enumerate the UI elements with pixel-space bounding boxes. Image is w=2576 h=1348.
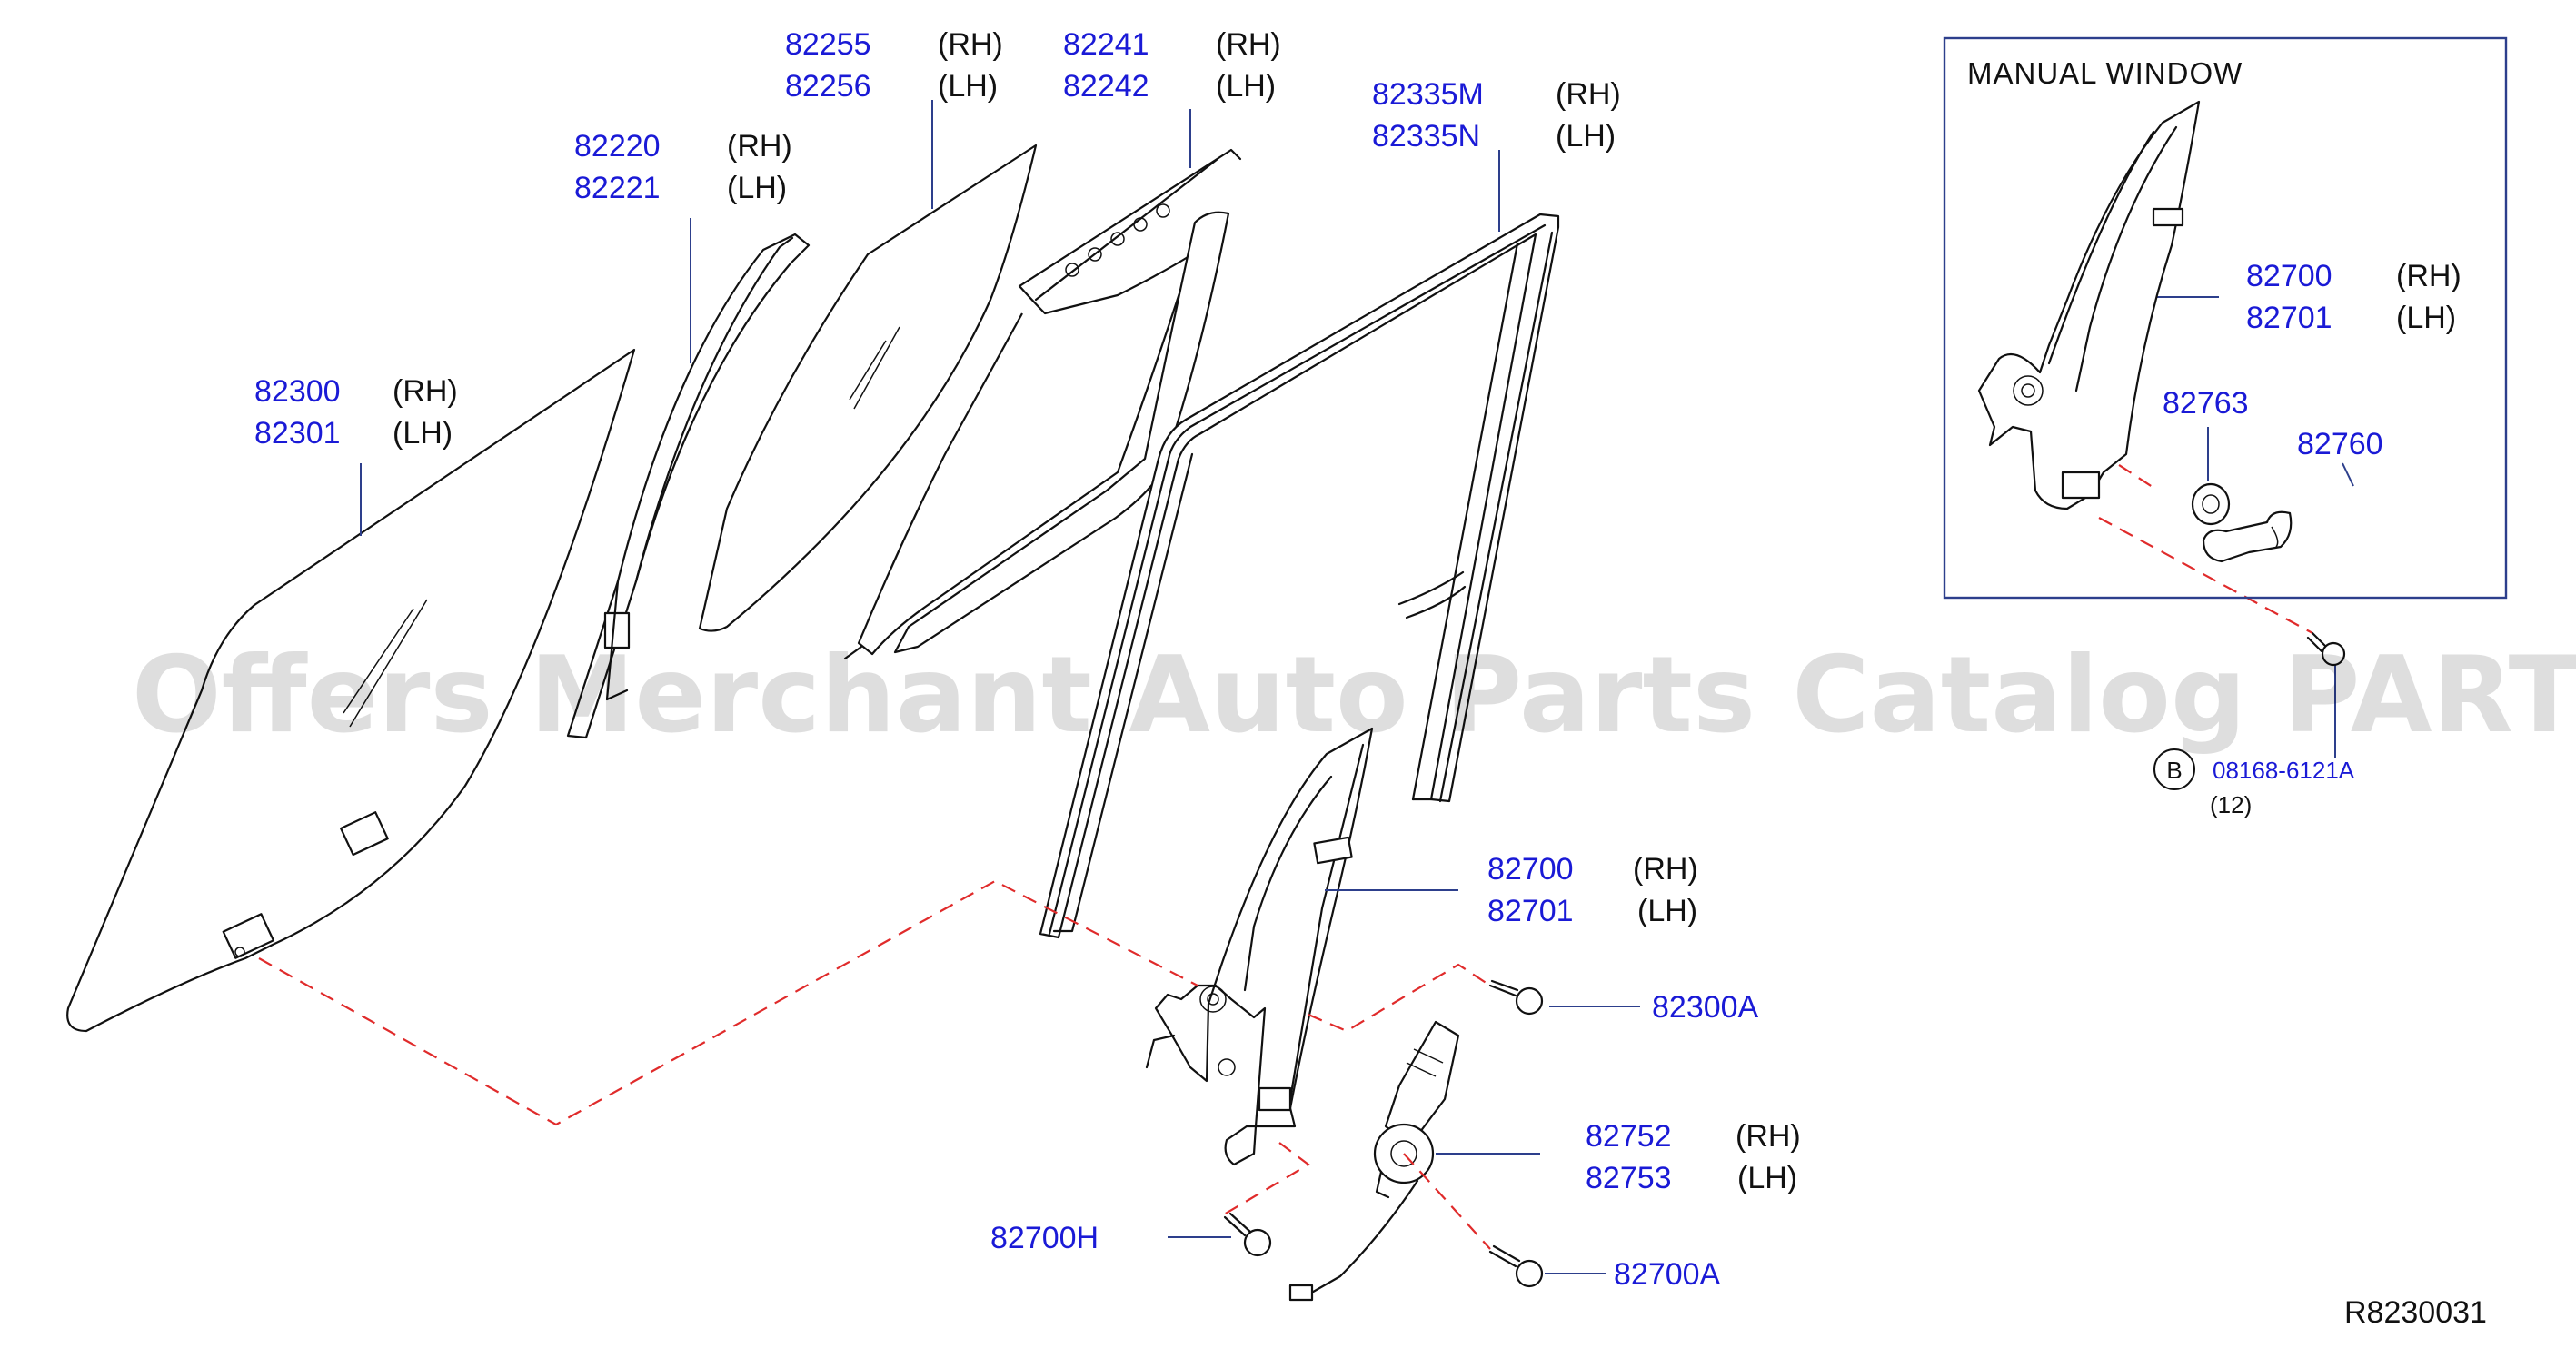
label-82763[interactable]: 82763 xyxy=(2163,386,2249,421)
svg-text:(LH): (LH) xyxy=(1737,1161,1797,1195)
partition-sash[interactable] xyxy=(843,148,1242,660)
bolt-marker: B xyxy=(2166,757,2182,784)
label-82300a[interactable]: 82300A xyxy=(1652,990,1759,1025)
leader-lines xyxy=(360,100,2354,1274)
svg-text:82752: 82752 xyxy=(1586,1119,1672,1154)
callout-82700-main[interactable]: 82700 82701 (RH) (LH) xyxy=(1487,852,1698,928)
assembly-guide-lines xyxy=(258,412,2313,1250)
svg-text:82255: 82255 xyxy=(785,27,871,62)
bolt-82300a[interactable] xyxy=(1488,979,1544,1016)
callout-82241[interactable]: 82241 82242 (RH) (LH) xyxy=(1063,27,1281,104)
svg-text:(LH): (LH) xyxy=(393,416,453,451)
bolt-quantity: (12) xyxy=(2210,791,2252,818)
bolt-reference[interactable]: B 08168-6121A (12) xyxy=(2153,748,2355,818)
callout-82300[interactable]: 82300 82301 (RH) (LH) xyxy=(254,374,458,451)
svg-text:82701: 82701 xyxy=(2246,301,2332,335)
svg-text:(RH): (RH) xyxy=(1216,27,1281,62)
inset-title: MANUAL WINDOW xyxy=(1967,56,2243,90)
svg-text:(RH): (RH) xyxy=(1736,1119,1801,1154)
svg-text:(LH): (LH) xyxy=(1216,69,1276,104)
svg-text:82220: 82220 xyxy=(574,129,661,164)
svg-text:82242: 82242 xyxy=(1063,69,1149,104)
manual-regulator[interactable] xyxy=(1977,100,2201,510)
svg-text:82700: 82700 xyxy=(2246,259,2332,293)
svg-text:82335M: 82335M xyxy=(1372,77,1484,112)
svg-text:82241: 82241 xyxy=(1063,27,1149,62)
label-82700h[interactable]: 82700H xyxy=(990,1221,1099,1255)
svg-text:(LH): (LH) xyxy=(938,69,998,104)
bolt-82700a[interactable] xyxy=(1488,1244,1544,1288)
bolt-b[interactable] xyxy=(2306,631,2346,667)
window-regulator[interactable] xyxy=(1145,727,1374,1166)
callout-82752[interactable]: 82752 82753 (RH) (LH) xyxy=(1586,1119,1801,1195)
handle-escutcheon[interactable] xyxy=(2191,482,2231,526)
svg-text:82700: 82700 xyxy=(1487,852,1574,887)
window-crank-handle[interactable] xyxy=(2202,510,2293,563)
svg-text:(LH): (LH) xyxy=(2396,301,2456,335)
svg-text:(RH): (RH) xyxy=(727,129,792,164)
callout-82255[interactable]: 82255 82256 (RH) (LH) xyxy=(785,27,1003,104)
bolt-part-number: 08168-6121A xyxy=(2213,757,2355,784)
svg-text:82221: 82221 xyxy=(574,171,661,205)
svg-text:(RH): (RH) xyxy=(1556,77,1621,112)
svg-text:(RH): (RH) xyxy=(1633,852,1698,887)
door-glass[interactable] xyxy=(66,348,636,1033)
svg-text:(LH): (LH) xyxy=(727,171,787,205)
manual-window-inset: MANUAL WINDOW xyxy=(1943,36,2508,600)
svg-text:82301: 82301 xyxy=(254,416,341,451)
svg-text:(RH): (RH) xyxy=(938,27,1003,62)
front-glass-sash[interactable] xyxy=(566,233,811,739)
bolt-82700h[interactable] xyxy=(1223,1212,1272,1257)
svg-text:82300: 82300 xyxy=(254,374,341,409)
svg-text:82256: 82256 xyxy=(785,69,871,104)
regulator-motor[interactable] xyxy=(1288,1020,1460,1302)
callout-82335[interactable]: 82335M 82335N (RH) (LH) xyxy=(1372,77,1621,154)
diagram-id: R8230031 xyxy=(2344,1295,2487,1330)
partition-glass[interactable] xyxy=(698,144,1038,632)
glass-run-rubber[interactable] xyxy=(1039,213,1560,939)
label-82760[interactable]: 82760 xyxy=(2297,427,2383,461)
callout-82220[interactable]: 82220 82221 (RH) (LH) xyxy=(574,129,792,205)
svg-text:(LH): (LH) xyxy=(1637,894,1697,928)
label-82700a[interactable]: 82700A xyxy=(1614,1257,1721,1292)
svg-text:(RH): (RH) xyxy=(393,374,458,409)
svg-text:82753: 82753 xyxy=(1586,1161,1672,1195)
watermark: Offers Merchant Auto Parts Catalog PARTS… xyxy=(132,634,2576,757)
svg-text:82701: 82701 xyxy=(1487,894,1574,928)
svg-text:(RH): (RH) xyxy=(2396,259,2462,293)
svg-text:82335N: 82335N xyxy=(1372,119,1480,154)
svg-text:(LH): (LH) xyxy=(1556,119,1616,154)
callout-82700-inset[interactable]: 82700 82701 (RH) (LH) xyxy=(2246,259,2462,335)
